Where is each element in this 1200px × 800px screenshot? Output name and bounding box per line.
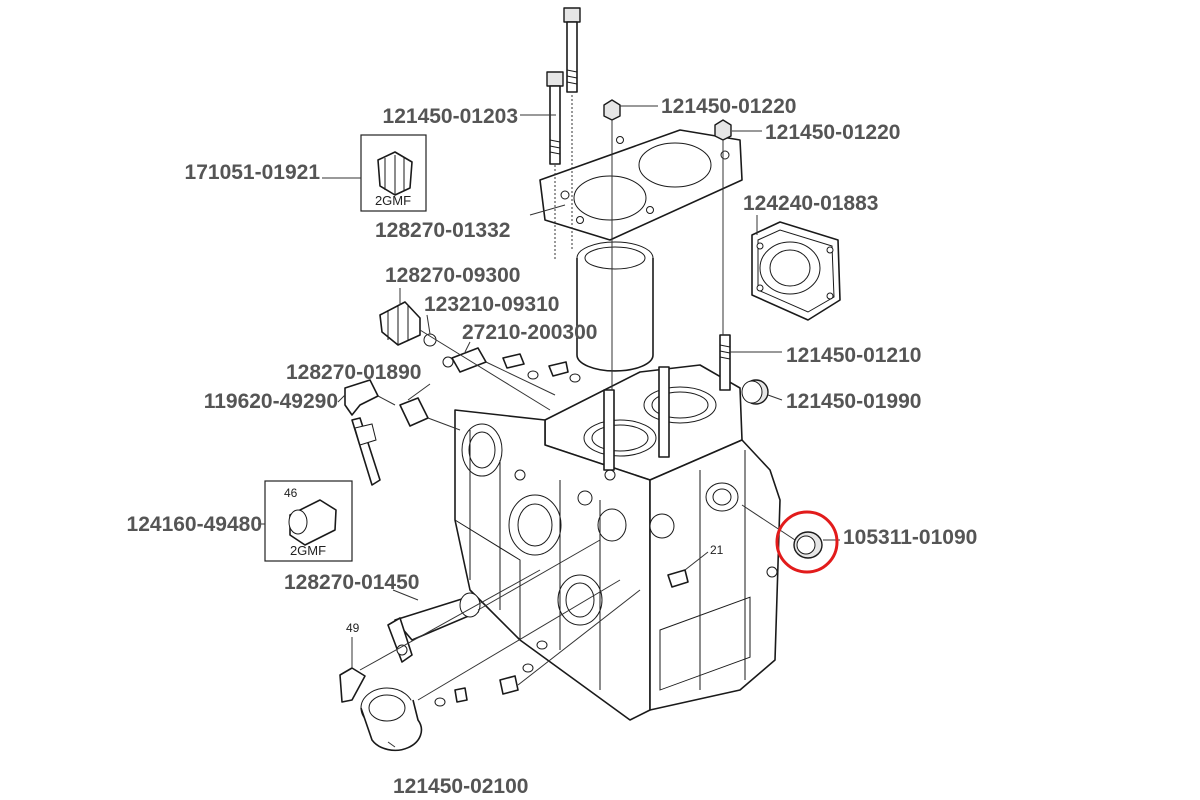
bottom-parts [360, 551, 709, 752]
callout-128270-01332: 128270-01332 [375, 219, 510, 242]
ref-46-label: 46 [284, 486, 298, 500]
engine-block [454, 364, 781, 721]
head-gasket [539, 129, 743, 241]
callout-124240-01883: 124240-01883 [743, 192, 878, 215]
callout-121450-01220-lower: 121450-01220 [765, 121, 900, 144]
cup-plug [741, 379, 769, 405]
part-number-callouts: 121450-01203 121450-01220 121450-01220 1… [127, 95, 978, 798]
callout-124160-49480: 124160-49480 [127, 513, 262, 536]
callout-119620-49290: 119620-49290 [204, 390, 338, 413]
oil-seal-part [741, 504, 823, 559]
callout-128270-01450: 128270-01450 [284, 571, 419, 594]
inset-box-top: 2GMF [360, 134, 427, 212]
callout-123210-09310: 123210-09310 [424, 293, 559, 316]
head-bolts [546, 7, 732, 471]
callout-128270-09300: 128270-09300 [385, 264, 520, 287]
callout-121450-02100: 121450-02100 [393, 775, 528, 798]
callout-105311-01090: 105311-01090 [843, 526, 977, 549]
left-fittings [344, 301, 581, 486]
callout-121450-01210: 121450-01210 [786, 344, 921, 367]
inset-top-label: 2GMF [375, 193, 411, 208]
callout-121450-01220-upper: 121450-01220 [661, 95, 796, 118]
side-cover [751, 221, 841, 321]
callout-121450-01203: 121450-01203 [383, 105, 518, 128]
callout-27210-200300: 27210-200300 [462, 321, 597, 344]
ref-49-label: 49 [346, 621, 360, 635]
callout-128270-01890: 128270-01890 [286, 361, 421, 384]
cylinder-liner [576, 241, 654, 372]
dipstick-guide [339, 539, 601, 703]
callout-121450-01990: 121450-01990 [786, 390, 921, 413]
ref-21-label: 21 [710, 543, 724, 557]
highlight-ring [775, 510, 839, 574]
callout-171051-01921: 171051-01921 [185, 161, 321, 184]
inset-bottom-label: 2GMF [290, 543, 326, 558]
inset-box-bottom: 46 2GMF [264, 480, 353, 562]
callout-leaders [258, 105, 840, 748]
